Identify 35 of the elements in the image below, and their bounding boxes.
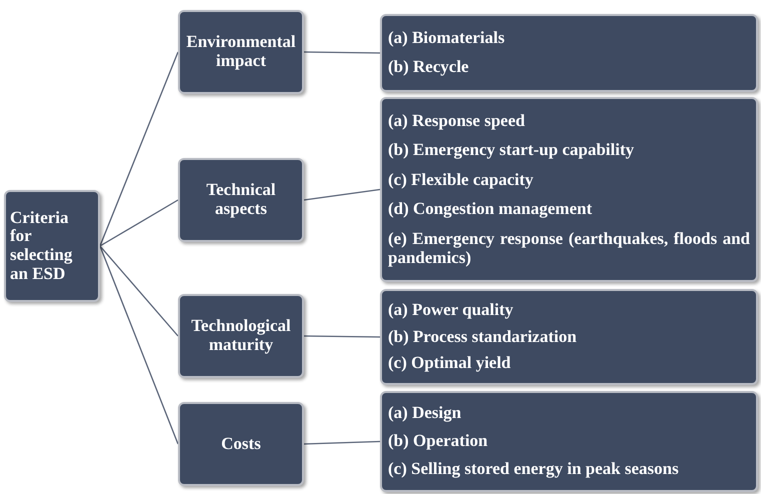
list-box: [380, 14, 758, 92]
category-box: [178, 402, 304, 486]
category-box: [4, 190, 100, 302]
list-item: (d) Congestion management: [388, 200, 593, 219]
category-box: [178, 158, 304, 242]
list-item: (b) Recycle: [388, 58, 470, 78]
connector-line: [99, 52, 179, 246]
list-item: (b) Process standarization: [388, 328, 578, 346]
list-item: (e) Emergency response (earthquakes, floods and pandemics): [388, 230, 750, 268]
connector-line: [304, 335, 380, 338]
category-box: [178, 10, 304, 94]
list-box: [380, 97, 758, 282]
list-item: (a) Response speed: [388, 112, 526, 130]
box-label: Environmental impact: [185, 33, 297, 71]
list-item: (a) Design: [388, 404, 462, 423]
box-label: Costs: [221, 434, 261, 454]
connector-line: [304, 188, 380, 201]
list-item: (c) Flexible capacity: [388, 170, 534, 190]
list-item: (c) Selling stored energy in peak seasons: [388, 460, 680, 479]
box-label: Technical aspects: [205, 181, 277, 219]
connector-line: [304, 51, 380, 54]
connector-line: [100, 199, 178, 247]
connector-line: [99, 246, 179, 444]
list-box: [380, 289, 758, 385]
connector-line: [304, 440, 380, 445]
box-label: Technological maturity: [190, 317, 292, 355]
list-box: [380, 391, 758, 492]
list-item: (b) Operation: [388, 432, 489, 451]
box-label: Criteria for selecting an ESD: [10, 208, 74, 284]
connector-line: [100, 246, 178, 336]
list-item: (b) Emergency start-up capability: [388, 141, 636, 160]
list-item: (a) Biomaterials: [388, 28, 506, 48]
list-item: (c) Optimal yield: [388, 354, 512, 374]
category-box: [178, 294, 304, 378]
list-item: (a) Power quality: [388, 300, 514, 320]
